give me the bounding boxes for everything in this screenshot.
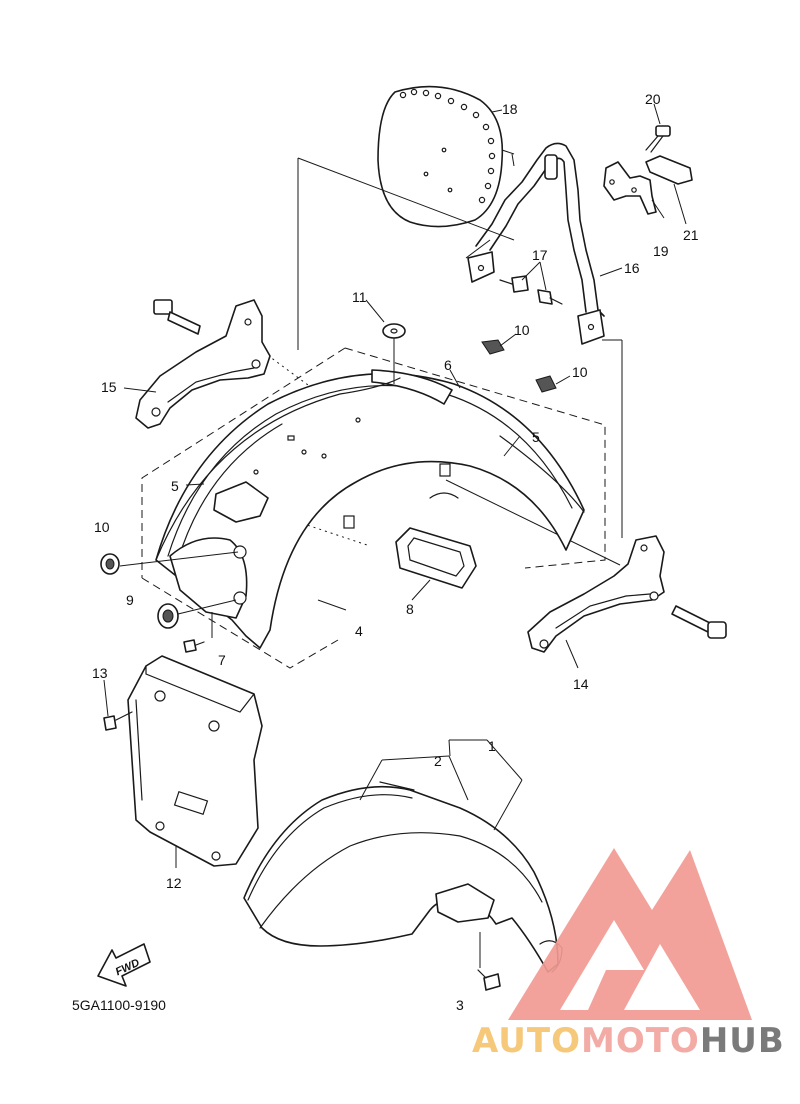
callout-7: 7 [218,652,226,668]
callout-9: 9 [126,592,134,608]
part-4-rear-fender [155,372,585,649]
part-16-backrest-frame [467,142,605,345]
callout-15: 15 [101,379,117,395]
watermark-triangle-icon [508,848,752,1020]
part-18-backrest-pad [377,85,504,228]
watermark-logo: AUTOMOTOHUB [472,848,785,1061]
callout-14: 14 [573,676,589,692]
callout-12: 12 [166,875,182,891]
svg-text:AUTOMOTOHUB: AUTOMOTOHUB [472,1021,785,1061]
callout-3: 3 [456,997,464,1013]
part-20-bolt [645,125,671,153]
callout-13: 13 [92,665,108,681]
callout-11: 11 [352,289,367,305]
callout-20: 20 [645,91,661,107]
callout-4: 4 [355,623,363,639]
callout-10-left: 10 [94,519,110,535]
part-11-washer [382,323,406,384]
callout-17: 17 [532,247,548,263]
callout-5-right: 5 [532,429,540,445]
part-19-bracket [603,161,657,215]
part-3-screw [477,932,501,991]
part-14-right-stay [527,535,727,653]
part-1-front-fender [243,781,563,973]
callout-leaders [103,103,687,868]
callout-16: 16 [624,260,640,276]
fwd-arrow: FWD [97,943,151,987]
watermark-moto: MOTO [581,1021,700,1061]
part-17-bolts [499,275,563,305]
part-10-grommet-left [100,551,239,575]
part-21-plate [645,155,693,185]
watermark-auto: AUTO [472,1021,581,1061]
diagram-code: 5GA1100-9190 [72,997,166,1013]
part-9-grommet [157,599,237,629]
part-15-left-stay [135,299,271,429]
callout-5-left: 5 [171,478,179,494]
part-8-lens [395,527,477,589]
callout-2: 2 [434,753,442,769]
callout-6: 6 [444,357,452,373]
part-7-screw [183,612,213,653]
callout-21: 21 [683,227,699,243]
callout-18: 18 [502,101,518,117]
callout-10-right: 10 [572,364,588,380]
part-12-side-plate [127,655,263,867]
part-13-bolt [103,711,133,731]
callout-1: 1 [488,738,496,754]
callout-labels: 1 2 3 4 5 5 6 7 8 9 10 10 10 11 12 13 14… [92,91,699,1013]
callout-8: 8 [406,601,414,617]
part-6-fender-strip [371,369,453,405]
callout-10-top: 10 [514,322,530,338]
assembly-outline [141,347,606,669]
part-10-grommet-top [481,339,557,393]
callout-19: 19 [653,243,669,259]
watermark-hub: HUB [700,1021,785,1061]
